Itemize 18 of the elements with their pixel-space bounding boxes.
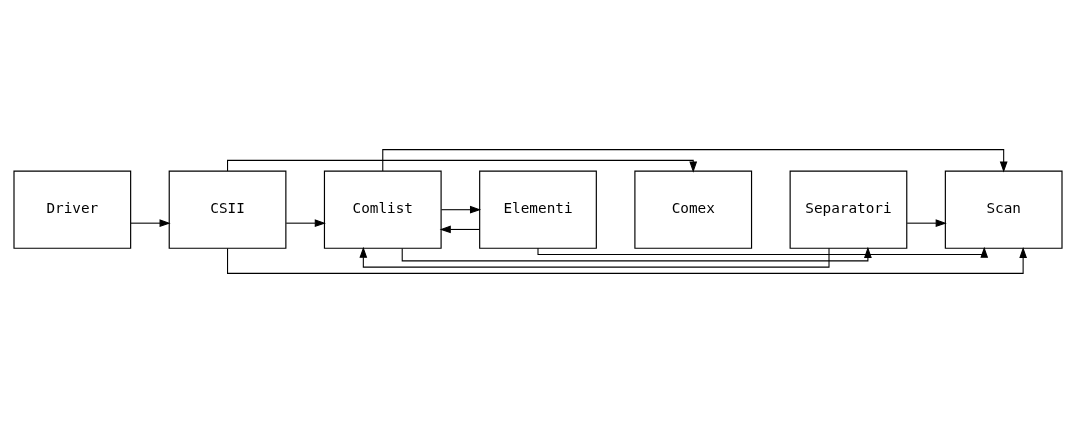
arrow — [227, 159, 698, 173]
arrow — [227, 246, 1028, 274]
node-box: Comex — [634, 170, 753, 249]
arrow — [537, 246, 989, 258]
arrow — [359, 246, 830, 268]
arrow — [285, 219, 326, 228]
node-box: Separatori — [789, 170, 908, 249]
arrow — [382, 149, 1008, 173]
node-box: Elementi — [479, 170, 597, 249]
arrow — [130, 219, 171, 228]
arrow — [401, 246, 872, 262]
arrow — [906, 219, 947, 228]
node-box: Driver — [13, 170, 132, 249]
arrow — [439, 225, 480, 234]
node-box: Scan — [944, 170, 1063, 249]
arrow — [440, 205, 482, 214]
node-box: CSII — [168, 170, 287, 249]
node-box: Comlist — [323, 170, 442, 249]
